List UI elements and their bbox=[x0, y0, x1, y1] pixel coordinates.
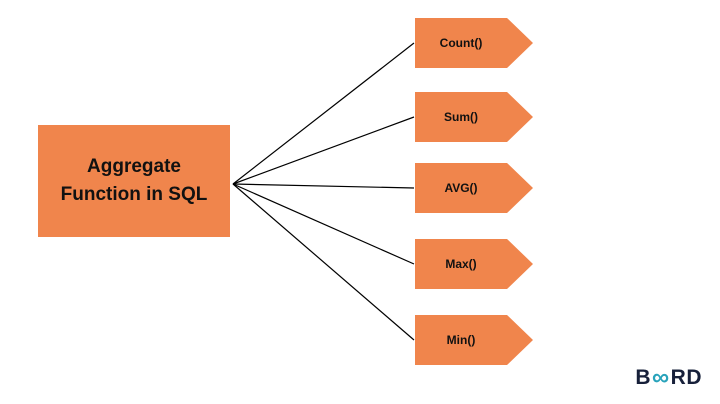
node-avg: AVG() bbox=[415, 163, 533, 213]
infinity-icon: ∞ bbox=[652, 364, 670, 391]
board-logo-suffix: RD bbox=[670, 366, 702, 389]
board-logo-prefix: B bbox=[635, 366, 652, 389]
root-node-label: Aggregate Function in SQL bbox=[60, 156, 208, 205]
node-avg-label: AVG() bbox=[444, 181, 478, 195]
node-count: Count() bbox=[415, 18, 533, 68]
node-min-label: Min() bbox=[446, 333, 476, 347]
node-sum: Sum() bbox=[415, 92, 533, 142]
board-logo: B ∞ RD bbox=[635, 366, 702, 390]
node-sum-label: Sum() bbox=[444, 110, 478, 124]
root-node-aggregate-function: Aggregate Function in SQL bbox=[38, 125, 230, 237]
node-max: Max() bbox=[415, 239, 533, 289]
node-max-label: Max() bbox=[445, 257, 477, 271]
node-count-label: Count() bbox=[439, 36, 483, 50]
node-min: Min() bbox=[415, 315, 533, 365]
